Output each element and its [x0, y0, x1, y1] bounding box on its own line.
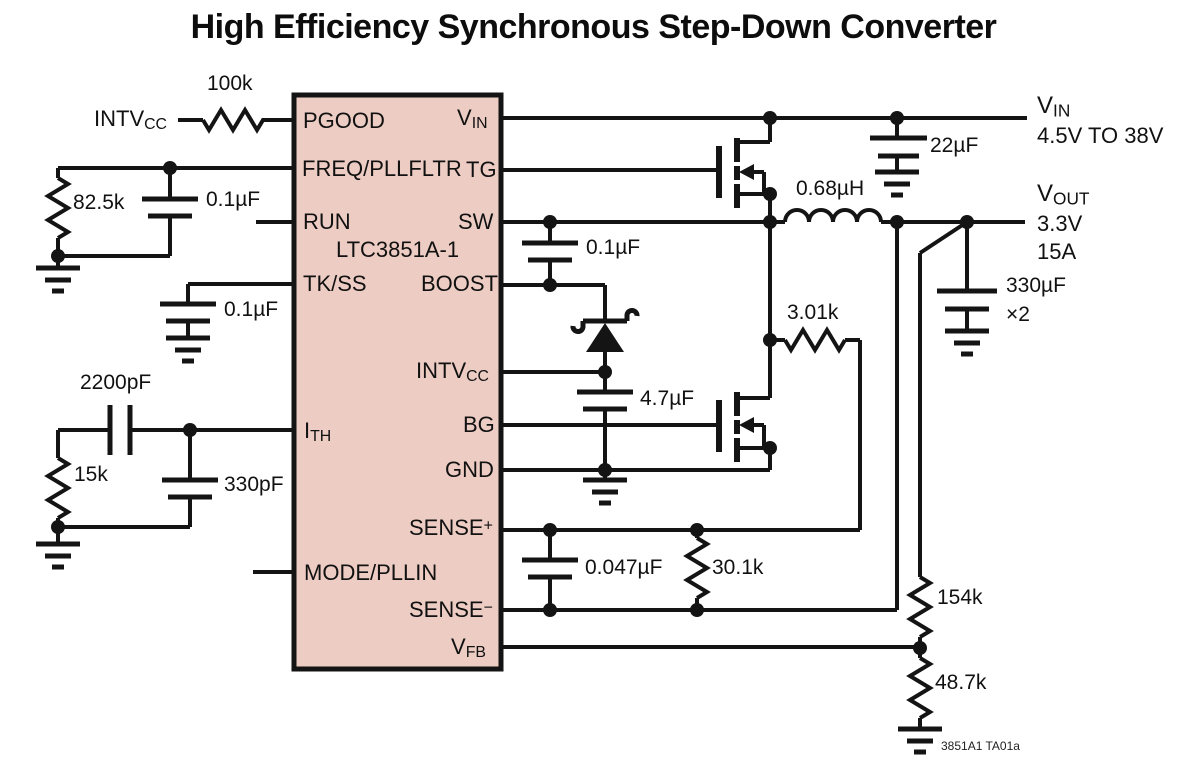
label-r82k5: 82.5k — [73, 191, 125, 214]
label-c330pf: 330pF — [224, 473, 284, 496]
label-c0047: 0.047µF — [585, 556, 663, 579]
label-c4u7: 4.7µF — [640, 387, 695, 410]
schematic-title: High Efficiency Synchronous Step-Down Co… — [190, 8, 997, 46]
label-vout-voltage: 3.3V — [1037, 211, 1083, 236]
label-r48k7: 48.7k — [935, 671, 987, 694]
resistor-100k — [178, 106, 294, 134]
pin-freq: FREQ/PLLFLTR — [302, 156, 462, 181]
top-mosfet — [501, 118, 772, 222]
label-r154k: 154k — [937, 586, 983, 609]
pin-sense-minus: SENSE− — [409, 597, 493, 622]
label-c-boost: 0.1µF — [586, 236, 641, 259]
label-c-in: 22µF — [930, 134, 979, 157]
pin-pgood: PGOOD — [303, 108, 385, 133]
junction-dots — [51, 111, 974, 655]
ic-part-number: LTC3851A-1 — [336, 237, 460, 262]
label-c-out: 330µF — [1006, 274, 1066, 297]
pin-tg: TG — [466, 157, 497, 182]
pin-gnd: GND — [445, 457, 494, 482]
label-c-tkss: 0.1µF — [224, 298, 279, 321]
pin-sense-plus: SENSE+ — [409, 515, 493, 540]
label-c-freq: 0.1µF — [206, 188, 261, 211]
input-cap — [870, 118, 927, 198]
label-r15k: 15k — [74, 463, 108, 486]
pin-bg: BG — [463, 412, 495, 437]
feedback-divider — [898, 220, 969, 755]
pin-intvcc: INTVCC — [416, 358, 489, 385]
intvcc-cap — [501, 370, 633, 470]
label-r3k01: 3.01k — [787, 301, 839, 324]
pin-vfb: VFB — [451, 634, 486, 661]
pin-tkss: TK/SS — [303, 271, 367, 296]
gnd-line — [501, 468, 770, 506]
figure-caption: 3851A1 TA01a — [941, 739, 1020, 753]
label-vin-net: VIN — [1037, 92, 1071, 121]
pin-run: RUN — [303, 209, 351, 234]
label-c-out-mult: ×2 — [1006, 303, 1030, 326]
freq-network — [36, 166, 294, 294]
label-vout-net: VOUT — [1037, 180, 1090, 209]
pin-mode: MODE/PLLIN — [304, 560, 438, 585]
label-intvcc-supply: INTVCC — [94, 106, 167, 133]
tkss-cap — [160, 282, 294, 364]
label-r100k: 100k — [207, 72, 253, 95]
boost-diode — [501, 283, 640, 372]
label-r30k1: 30.1k — [712, 556, 764, 579]
pin-sw: SW — [458, 209, 494, 234]
inductor — [783, 208, 1025, 224]
label-vout-current: 15A — [1037, 239, 1077, 264]
label-inductor: 0.68µH — [796, 177, 865, 200]
sense-network — [501, 222, 899, 612]
output-cap — [937, 222, 997, 357]
pin-boost: BOOST — [421, 271, 499, 296]
pin-ith: ITH — [304, 418, 332, 445]
resistor-3k01 — [770, 326, 862, 530]
sw-line — [501, 220, 785, 285]
label-vin-range: 4.5V TO 38V — [1037, 123, 1164, 148]
ic-body — [291, 92, 504, 672]
ith-network — [36, 405, 294, 570]
bottom-mosfet — [501, 222, 772, 470]
pin-vin: VIN — [457, 105, 488, 132]
label-c2200pf: 2200pF — [80, 371, 152, 394]
